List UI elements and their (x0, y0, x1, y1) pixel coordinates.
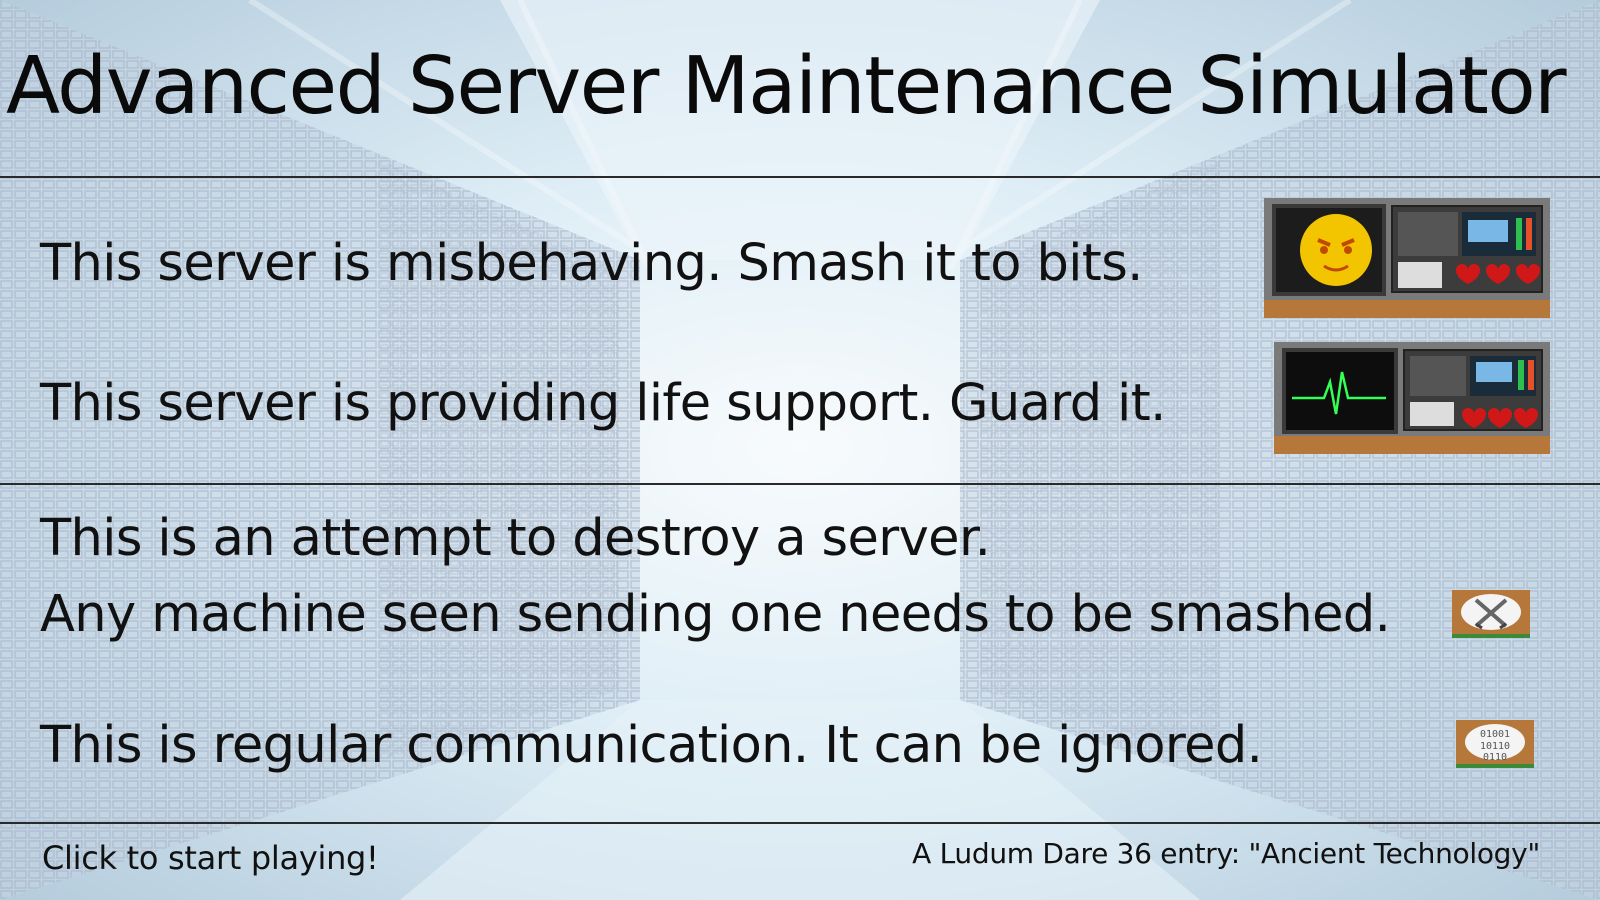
attack-packet-text-line2: Any machine seen sending one needs to be… (40, 585, 1391, 644)
life-support-server-text: This server is providing life support. G… (40, 374, 1166, 433)
svg-text:0110: 0110 (1483, 752, 1507, 763)
divider (0, 176, 1600, 178)
binary-data-packet-icon: 01001 10110 0110 (1456, 720, 1534, 768)
regular-packet-text: This is regular communication. It can be… (40, 716, 1263, 775)
crossed-swords-packet-icon (1452, 590, 1530, 638)
heartbeat-server-icon (1274, 342, 1550, 454)
svg-text:10110: 10110 (1480, 741, 1510, 752)
misbehaving-server-text: This server is misbehaving. Smash it to … (40, 234, 1143, 293)
attack-packet-text-line1: This is an attempt to destroy a server. (40, 509, 991, 568)
divider (0, 822, 1600, 824)
credit-text: A Ludum Dare 36 entry: "Ancient Technolo… (912, 837, 1540, 870)
game-title: Advanced Server Maintenance Simulator (6, 40, 1567, 132)
svg-text:01001: 01001 (1480, 729, 1510, 740)
evil-face-server-icon (1264, 198, 1550, 318)
click-to-start-prompt[interactable]: Click to start playing! (42, 839, 379, 877)
divider (0, 483, 1600, 485)
